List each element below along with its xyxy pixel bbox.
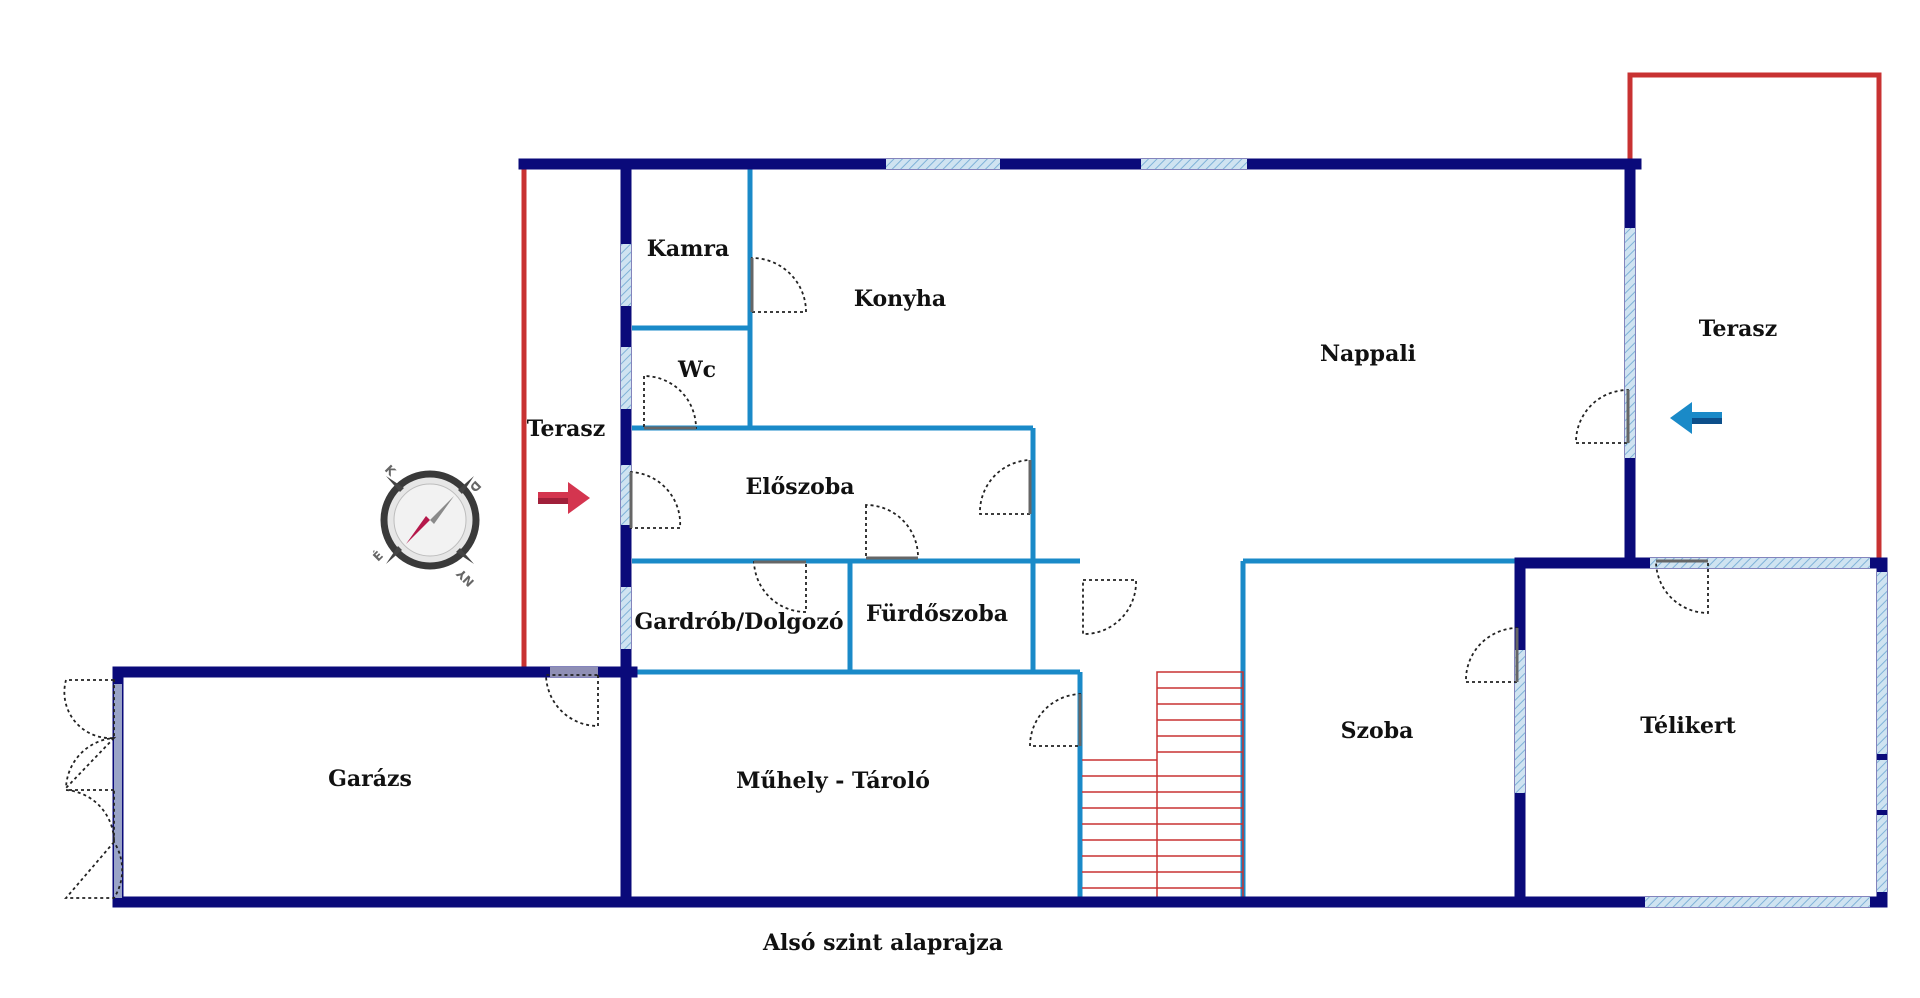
compass-icon: É K D NY	[370, 462, 484, 589]
room-label-kamra: Kamra	[647, 236, 730, 262]
room-label-terasz-right: Terasz	[1699, 316, 1778, 342]
room-label-garazs: Garázs	[328, 766, 412, 792]
inner-walls	[632, 164, 1516, 902]
staircase	[1082, 671, 1244, 903]
compass-letter-ny: NY	[454, 566, 477, 589]
doors	[63, 257, 1709, 899]
entrance-arrow-right	[1670, 402, 1722, 434]
room-label-nappali: Nappali	[1320, 341, 1416, 367]
room-label-furdoszoba: Fürdőszoba	[866, 601, 1008, 627]
room-label-gardrob: Gardrób/Dolgozó	[634, 609, 843, 635]
room-label-terasz-left: Terasz	[527, 416, 606, 442]
terrace-outlines	[521, 72, 1882, 672]
windows	[114, 159, 1887, 907]
room-label-telikert: Télikert	[1640, 713, 1736, 739]
room-labels: Kamra Konyha Wc Nappali Terasz Terasz El…	[328, 236, 1777, 794]
right-terrace-outline	[1627, 72, 1882, 563]
plan-caption: Alsó szint alaprajza	[762, 930, 1003, 956]
door-leaves	[629, 258, 1708, 746]
room-label-szoba: Szoba	[1341, 718, 1414, 744]
room-label-eloszoba: Előszoba	[746, 474, 855, 500]
room-label-muhely: Műhely - Tároló	[736, 768, 930, 794]
room-label-wc: Wc	[677, 357, 716, 383]
room-label-konyha: Konyha	[854, 286, 946, 312]
entrance-arrow-left	[538, 482, 590, 514]
compass-letter-k: K	[382, 462, 399, 479]
compass-letter-e: É	[370, 548, 386, 564]
